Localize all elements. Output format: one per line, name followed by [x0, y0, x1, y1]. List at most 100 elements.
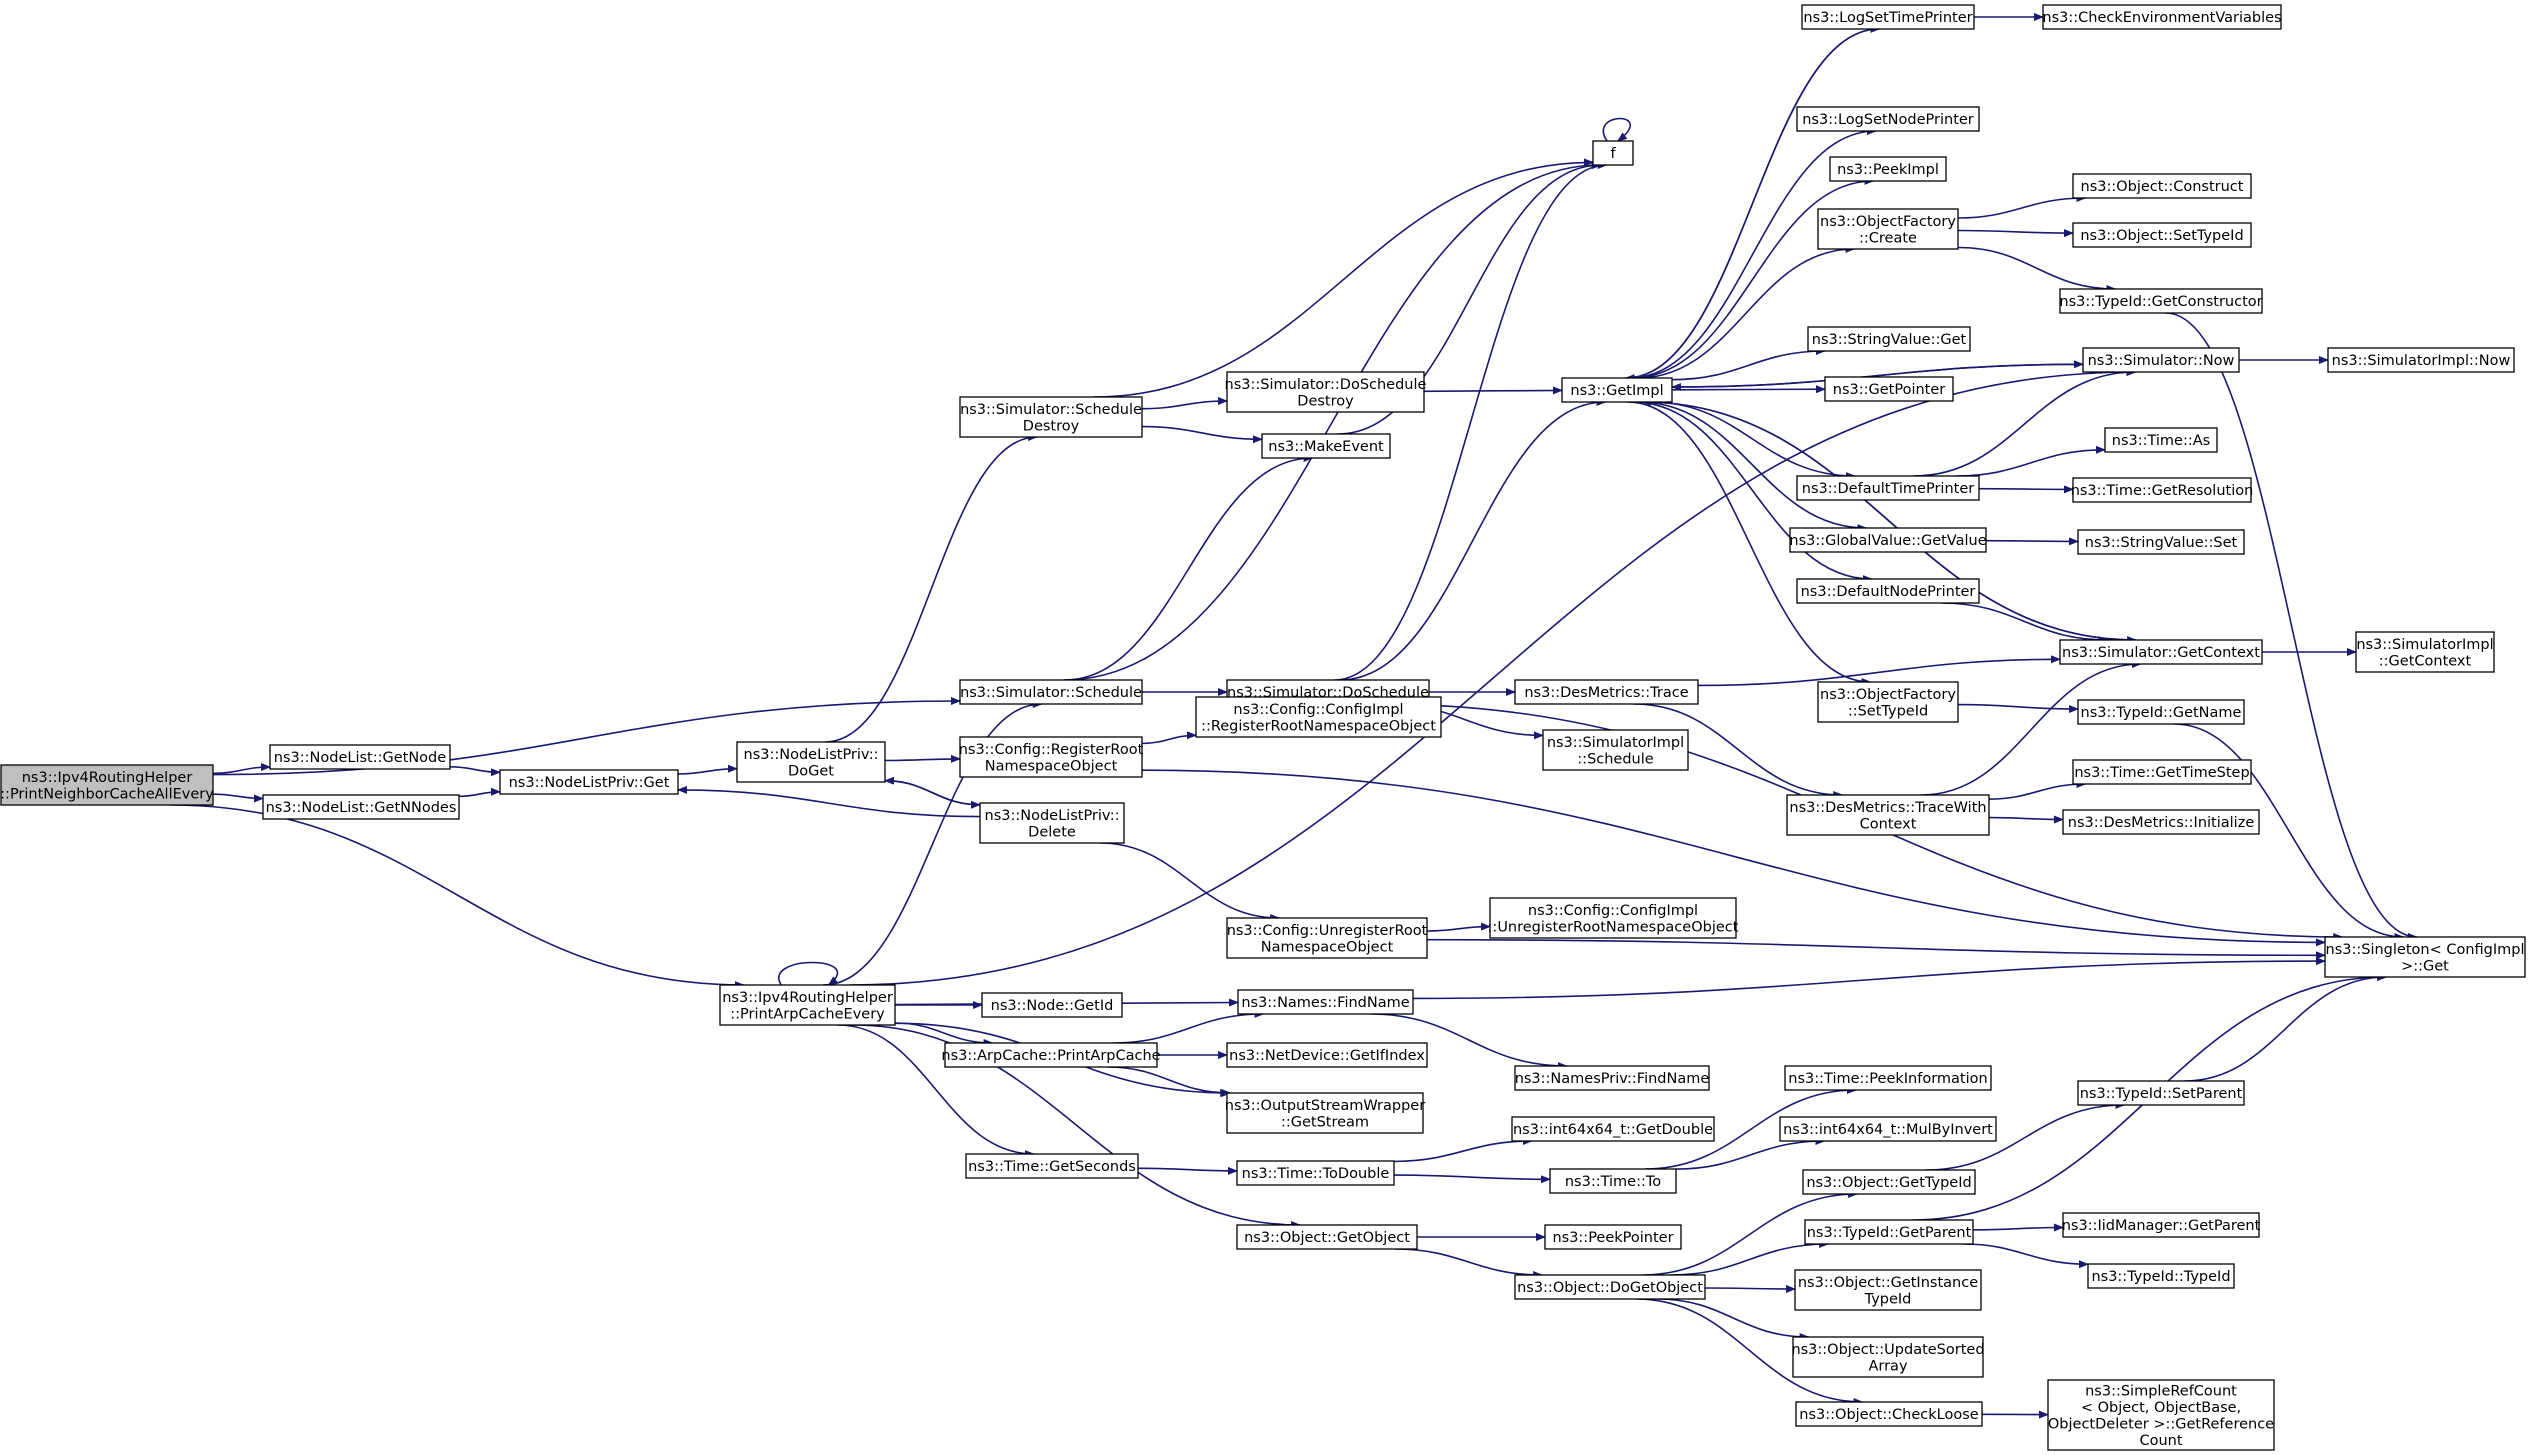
node-time_as[interactable]: ns3::Time::As	[2104, 427, 2218, 453]
node-label-line: ns3::Config::ConfigImpl	[1233, 702, 1403, 718]
node-globalvalue_getvalue[interactable]: ns3::GlobalValue::GetValue	[1789, 527, 1987, 553]
call-edge-objectfactory_create-to-typeid_getconstructor	[1957, 246, 2117, 293]
node-config_unregister[interactable]: ns3::Config::UnregisterRootNamespaceObje…	[1226, 917, 1428, 959]
node-namespriv_findname[interactable]: ns3::NamesPriv::FindName	[1514, 1065, 1710, 1091]
node-time_getresolution[interactable]: ns3::Time::GetResolution	[2071, 477, 2254, 503]
node-box	[2059, 288, 2263, 314]
call-edge-typeid_getparent-to-typeid_typeid	[1963, 1243, 2089, 1269]
node-getimpl[interactable]: ns3::GetImpl	[1561, 377, 1673, 403]
node-sim_schedule[interactable]: ns3::Simulator::Schedule	[959, 679, 1143, 705]
node-typeid_setparent[interactable]: ns3::TypeId::SetParent	[2077, 1080, 2245, 1106]
call-edge-nodelistpriv_get-to-nodelistpriv_doget	[677, 764, 738, 775]
node-osw_getstream[interactable]: ns3::OutputStreamWrapper::GetStream	[1225, 1092, 1425, 1134]
node-getpointer[interactable]: ns3::GetPointer	[1824, 376, 1954, 402]
node-defaultnodeprinter[interactable]: ns3::DefaultNodePrinter	[1796, 578, 1980, 604]
node-nodelist_getnode[interactable]: ns3::NodeList::GetNode	[269, 744, 451, 770]
call-edge-nodelist_getnnodes-to-nodelistpriv_get	[458, 787, 501, 798]
node-box	[2047, 1379, 2275, 1451]
node-box	[959, 679, 1143, 705]
node-simulator_now[interactable]: ns3::Simulator::Now	[2082, 347, 2240, 373]
node-object_dogetobject[interactable]: ns3::Object::DoGetObject	[1514, 1274, 1706, 1300]
call-edge-config_register_root-to-configimpl_register	[1141, 731, 1197, 745]
node-label-line: ::Schedule	[1577, 751, 1653, 767]
node-netdevice_getifindex[interactable]: ns3::NetDevice::GetIfIndex	[1226, 1042, 1428, 1068]
node-box	[1786, 794, 1990, 836]
node-simplerefcount[interactable]: ns3::SimpleRefCount< Object, ObjectBase,…	[2047, 1379, 2275, 1451]
node-peekpointer[interactable]: ns3::PeekPointer	[1544, 1224, 1682, 1250]
node-label-line: ns3::TypeId::GetConstructor	[2059, 294, 2262, 310]
node-singleton_configimpl_get[interactable]: ns3::Singleton< ConfigImpl>::Get	[2324, 936, 2526, 978]
node-int64x64_mulbyinvert[interactable]: ns3::int64x64_t::MulByInvert	[1779, 1116, 1997, 1142]
call-edge-makeevent-to-f	[1337, 161, 1603, 435]
node-stringvalue_set[interactable]: ns3::StringValue::Set	[2077, 529, 2245, 555]
call-edge-object_dogetobject-to-object_updatesortedarray	[1657, 1298, 1810, 1341]
node-objectfactory_settypeid[interactable]: ns3::ObjectFactory::SetTypeId	[1817, 681, 1959, 723]
node-nodelistpriv_delete[interactable]: ns3::NodeListPriv::Delete	[979, 802, 1125, 844]
node-configimpl_register[interactable]: ns3::Config::ConfigImpl::RegisterRootNam…	[1195, 696, 1442, 738]
node-label-line: ns3::IidManager::GetParent	[2062, 1218, 2261, 1234]
node-simimpl_schedule[interactable]: ns3::SimulatorImpl::Schedule	[1542, 729, 1689, 771]
node-object_settypeid[interactable]: ns3::Object::SetTypeId	[2072, 222, 2252, 248]
node-label-line: ns3::TypeId::GetName	[2081, 705, 2242, 721]
node-time_getseconds[interactable]: ns3::Time::GetSeconds	[965, 1153, 1139, 1179]
node-time_peekinformation[interactable]: ns3::Time::PeekInformation	[1784, 1065, 1992, 1091]
node-desmetrics_initialize[interactable]: ns3::DesMetrics::Initialize	[2062, 809, 2260, 835]
node-time_gettimestep[interactable]: ns3::Time::GetTimeStep	[2072, 759, 2252, 785]
node-object_getobject[interactable]: ns3::Object::GetObject	[1236, 1224, 1418, 1250]
node-arpcache_print[interactable]: ns3::ArpCache::PrintArpCache	[941, 1042, 1161, 1068]
node-ipv4_print_neighbor[interactable]: ns3::Ipv4RoutingHelper::PrintNeighborCac…	[0, 764, 214, 806]
node-label-line: ::UnregisterRootNamespaceObject	[1488, 919, 1739, 935]
node-logsettimeprinter[interactable]: ns3::LogSetTimePrinter	[1801, 4, 1975, 30]
node-int64x64_getdouble[interactable]: ns3::int64x64_t::GetDouble	[1511, 1116, 1715, 1142]
node-nodelistpriv_doget[interactable]: ns3::NodeListPriv::DoGet	[736, 741, 886, 783]
node-label-line: ::PrintArpCacheEvery	[730, 1006, 885, 1022]
node-time_to[interactable]: ns3::Time::To	[1549, 1168, 1677, 1194]
node-object_construct[interactable]: ns3::Object::Construct	[2072, 173, 2252, 199]
node-defaulttimeprinter[interactable]: ns3::DefaultTimePrinter	[1796, 475, 1980, 501]
node-config_register_root[interactable]: ns3::Config::RegisterRootNamespaceObject	[959, 736, 1144, 778]
node-configimpl_unregister[interactable]: ns3::Config::ConfigImpl::UnregisterRootN…	[1488, 897, 1739, 939]
node-makeevent[interactable]: ns3::MakeEvent	[1261, 433, 1391, 459]
node-ipv4_print_arp[interactable]: ns3::Ipv4RoutingHelper::PrintArpCacheEve…	[719, 984, 896, 1026]
node-typeid_getconstructor[interactable]: ns3::TypeId::GetConstructor	[2059, 288, 2263, 314]
node-nodelistpriv_get[interactable]: ns3::NodeListPriv::Get	[499, 769, 679, 795]
node-simulatorimpl_getcontext[interactable]: ns3::SimulatorImpl::GetContext	[2355, 631, 2495, 673]
call-edge-objectfactory_create-to-object_construct	[1957, 194, 2087, 219]
node-box	[1237, 989, 1414, 1015]
call-edge-nodelistpriv_delete-to-nodelistpriv_get	[677, 785, 981, 818]
node-names_findname[interactable]: ns3::Names::FindName	[1237, 989, 1414, 1015]
node-box	[1489, 897, 1737, 939]
node-label-line: Delete	[1028, 824, 1076, 840]
node-object_checkloose[interactable]: ns3::Object::CheckLoose	[1795, 1401, 1983, 1427]
node-typeid_getparent[interactable]: ns3::TypeId::GetParent	[1804, 1219, 1974, 1245]
call-edge-getimpl-to-defaultnodeprinter	[1633, 401, 1873, 583]
node-simulatorimpl_now[interactable]: ns3::SimulatorImpl::Now	[2327, 347, 2515, 373]
node-simulator_getcontext[interactable]: ns3::Simulator::GetContext	[2059, 639, 2263, 665]
node-typeid_typeid[interactable]: ns3::TypeId::TypeId	[2087, 1263, 2235, 1289]
node-node_getid[interactable]: ns3::Node::GetId	[981, 992, 1123, 1018]
node-nodelist_getnnodes[interactable]: ns3::NodeList::GetNNodes	[262, 794, 460, 820]
node-typeid_getname[interactable]: ns3::TypeId::GetName	[2077, 699, 2245, 725]
node-label-line: NamespaceObject	[1261, 939, 1394, 955]
node-object_gettypeid[interactable]: ns3::Object::GetTypeId	[1802, 1169, 1976, 1195]
node-logsetnodeprinter[interactable]: ns3::LogSetNodePrinter	[1796, 106, 1980, 132]
node-time_todouble[interactable]: ns3::Time::ToDouble	[1236, 1160, 1395, 1186]
node-f[interactable]: f	[1592, 140, 1634, 166]
node-iidmanager_getparent[interactable]: ns3::IidManager::GetParent	[2062, 1212, 2261, 1238]
node-stringvalue_get[interactable]: ns3::StringValue::Get	[1807, 326, 1971, 352]
node-box	[1792, 1336, 1984, 1378]
node-objectfactory_create[interactable]: ns3::ObjectFactory::Create	[1817, 208, 1959, 250]
call-edge-ipv4_print_arp-to-object_getobject	[852, 1024, 1302, 1229]
node-box	[1261, 433, 1391, 459]
node-checkenvvars[interactable]: ns3::CheckEnvironmentVariables	[2042, 4, 2282, 30]
node-label-line: ns3::ArpCache::PrintArpCache	[941, 1048, 1160, 1064]
call-edge-object_dogetobject-to-typeid_getparent	[1670, 1240, 1830, 1276]
node-desmetrics_trace[interactable]: ns3::DesMetrics::Trace	[1514, 679, 1699, 705]
node-box	[2324, 936, 2526, 978]
node-peekimpl[interactable]: ns3::PeekImpl	[1829, 156, 1947, 182]
